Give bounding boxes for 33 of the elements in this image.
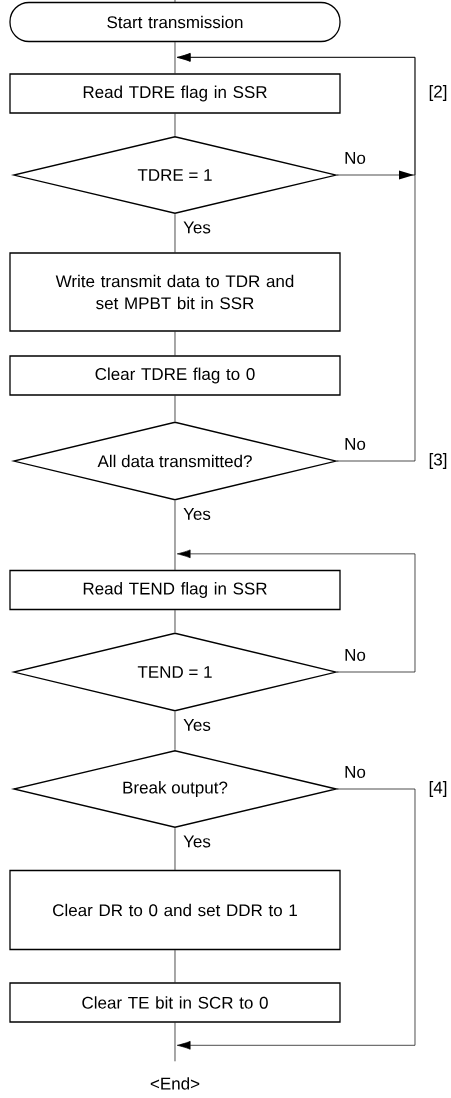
process-box: Read TDRE flag in SSR: [9, 73, 341, 114]
process-box: Read TEND flag in SSR: [9, 569, 341, 611]
edge-label: No: [343, 648, 367, 662]
connector-line: [174, 1022, 176, 1062]
end-label: <End>: [150, 1077, 200, 1090]
process-box: Clear TDRE flag to 0: [9, 355, 341, 396]
terminal-box: Start transmission: [9, 1, 341, 43]
edge-label: Yes: [182, 220, 212, 235]
edge-label: Yes: [182, 718, 212, 732]
arrow: [176, 53, 416, 462]
arrow: [176, 788, 416, 1050]
connector-line: [174, 609, 176, 633]
edge-label: Yes: [182, 507, 212, 521]
connector-line: [174, 213, 176, 253]
edge-label: No: [343, 765, 367, 779]
connector-line: [174, 500, 176, 571]
connector-line: [174, 113, 176, 137]
step-label: [3]: [429, 453, 447, 469]
arrow: [176, 549, 416, 673]
connector-line: [174, 395, 176, 422]
edge-label: No: [343, 151, 367, 165]
process-box: Clear TE bit in SCR to 0: [9, 982, 341, 1023]
connector-line: [174, 711, 176, 751]
connector-line: [174, 331, 176, 356]
step-label: [4]: [429, 781, 447, 797]
process-box: Clear DR to 0 and set DDR to 1: [9, 869, 341, 951]
connector-line: [174, 949, 176, 983]
connector-line: [174, 827, 176, 871]
step-label: [2]: [429, 85, 447, 101]
edge-label: Yes: [182, 834, 212, 849]
process-box: Write transmit data to TDR and set MPBT bit in SSR: [9, 252, 341, 332]
edge-label: No: [343, 437, 367, 451]
connector-line: [174, 41, 176, 74]
